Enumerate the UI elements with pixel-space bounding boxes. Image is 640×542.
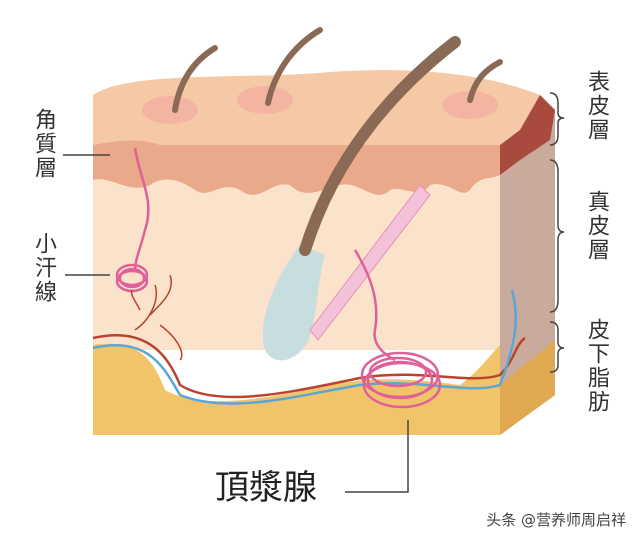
eccrine-duct [133, 147, 150, 271]
label-subcutaneous-fat: 皮下脂肪 [584, 318, 609, 414]
subcutaneous-fat-layer [93, 343, 500, 435]
hair-shaft [467, 59, 503, 103]
follicle-spot [142, 96, 198, 124]
side-fat [500, 340, 555, 435]
arrector-pili-muscle [309, 184, 431, 341]
blood-vessel-artery [92, 333, 526, 399]
label-stratum-corneum: 角質層 [31, 108, 56, 180]
follicle-spot [237, 86, 293, 114]
blood-vessel-vein [92, 289, 518, 405]
leader-lines [63, 92, 565, 493]
hair-shaft [265, 27, 323, 106]
label-dermis: 真皮層 [584, 190, 609, 262]
hair-shaft [172, 45, 218, 113]
apocrine-duct [353, 249, 396, 362]
watermark: 头条 @营养师周启祥 [486, 511, 626, 529]
label-apocrine-gland: 頂漿腺 [215, 468, 317, 508]
nerve-fibers [130, 274, 183, 361]
hair-follicle [262, 245, 325, 361]
epidermis-top-surface [93, 70, 540, 145]
label-epidermis: 表皮層 [584, 70, 609, 142]
label-eccrine-gland: 小汗線 [31, 232, 56, 304]
block-side-face [500, 95, 555, 435]
apocrine-gland-coil [360, 351, 442, 409]
epidermis-band [93, 140, 500, 195]
follicle-spot [442, 91, 498, 119]
main-hair-shaft [299, 36, 461, 256]
side-epidermis [500, 95, 555, 175]
